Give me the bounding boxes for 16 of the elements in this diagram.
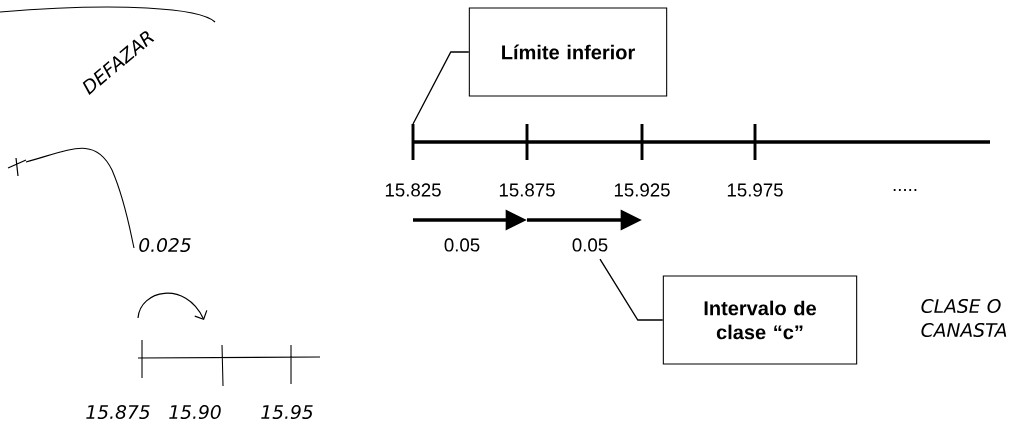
tick-label: 15.925 <box>614 183 670 197</box>
text-box: Límite inferior <box>468 7 668 97</box>
handwritten-note: 15.875 <box>86 404 150 420</box>
tick-label: 15.975 <box>727 183 783 197</box>
tick-label: 15.875 <box>499 183 555 197</box>
tick-label: 15.825 <box>385 183 441 197</box>
tick-label: 0.05 <box>444 238 480 252</box>
text-box: Intervalo de clase “c” <box>662 275 858 365</box>
handwritten-note: 0.025 <box>139 237 191 253</box>
leader-line <box>412 51 470 125</box>
leader-line <box>599 258 664 321</box>
handwritten-note: 15.90 <box>169 404 221 420</box>
handwritten-note: 15.95 <box>261 404 313 420</box>
handwritten-note: CLASE O CANASTA <box>921 298 1007 338</box>
interval-value: 0.05 <box>572 238 608 252</box>
tick-label: ..... <box>893 189 917 191</box>
